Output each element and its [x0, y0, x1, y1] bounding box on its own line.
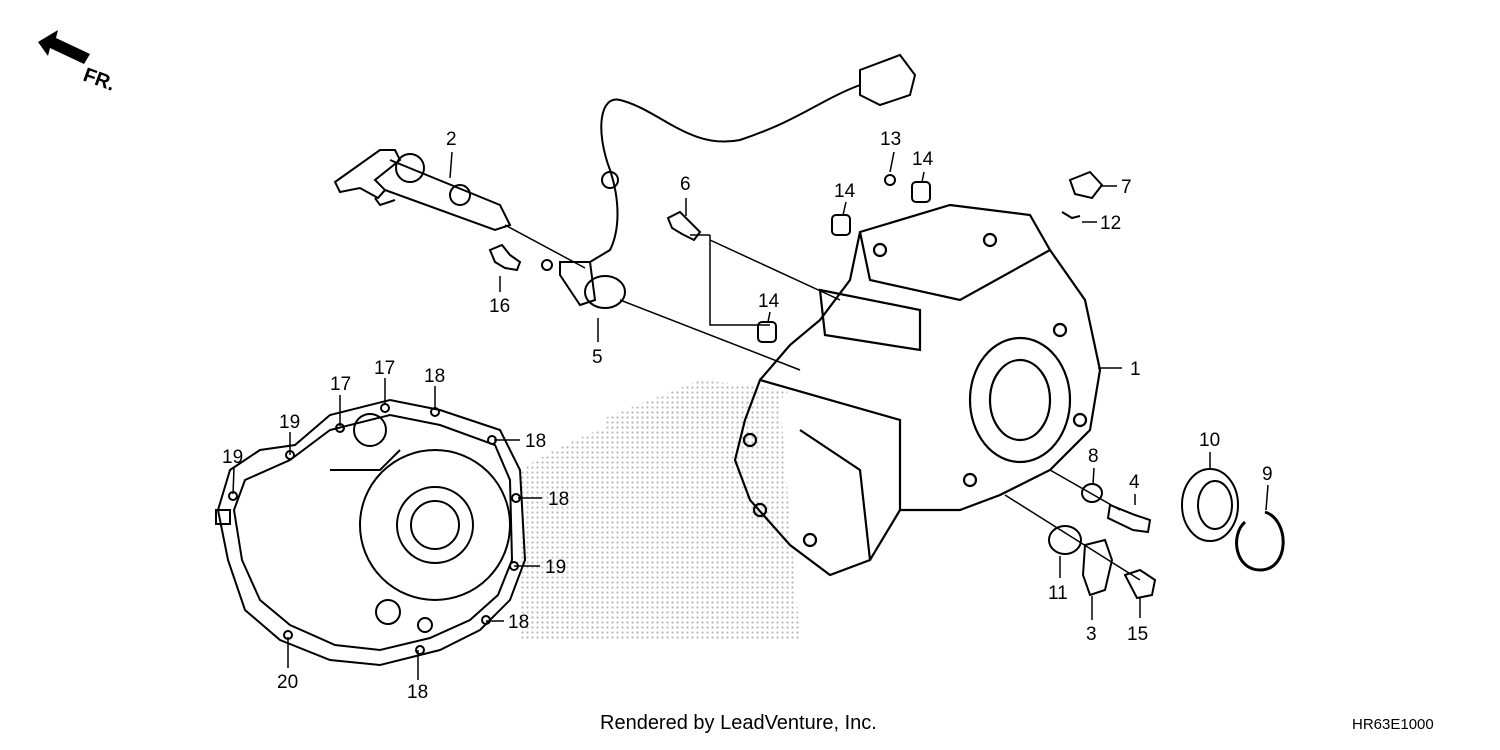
bolt-16-part: [488, 243, 522, 272]
callout-18-upper-right: 18: [525, 431, 546, 452]
callout-19-right: 19: [545, 557, 566, 578]
callout-1: 1: [1130, 359, 1141, 380]
callout-6: 6: [680, 174, 691, 195]
callout-3: 3: [1086, 624, 1097, 645]
direction-label: FR.: [80, 64, 118, 96]
front-direction-arrow-icon: FR.: [38, 30, 118, 96]
crankcase-cover-part: [733, 203, 1102, 577]
callout-5: 5: [592, 347, 603, 368]
callout-18-top: 18: [424, 366, 445, 387]
circlip-9-part: [1235, 510, 1285, 572]
callout-2: 2: [446, 129, 457, 150]
o-ring-13-part: [884, 174, 896, 186]
callout-12: 12: [1100, 213, 1121, 234]
setting-plate-3-part: [1081, 538, 1114, 597]
washer-8-part: [1081, 483, 1103, 503]
callout-14-middle: 14: [834, 181, 856, 202]
callout-11: 11: [1048, 583, 1068, 604]
crankcase-gasket-part: [215, 398, 527, 667]
bolt-6-part: [666, 210, 702, 242]
callout-18-lower-right: 18: [508, 612, 529, 633]
bearing-10-part: [1181, 468, 1239, 542]
callout-18-bottom: 18: [407, 682, 428, 703]
dowel-14-middle-part: [831, 214, 851, 236]
shift-spindle-part: [333, 149, 512, 232]
callout-14-upper: 14: [912, 149, 934, 170]
plug-7-part: [1068, 170, 1104, 200]
callout-20: 20: [277, 672, 298, 693]
callout-17-left: 17: [330, 374, 351, 395]
bolt-15-part: [1123, 568, 1157, 600]
sensor-with-harness-part: [541, 53, 917, 309]
svg-text:HONDA: HONDA: [520, 591, 731, 649]
dowel-14-upper-part: [911, 181, 931, 203]
callout-19-top: 19: [279, 412, 300, 433]
diagram-code: HR63E1000: [1352, 716, 1434, 733]
callout-7: 7: [1121, 177, 1132, 198]
callout-leaders: [232, 151, 1269, 680]
callout-19-left: 19: [222, 447, 243, 468]
honda-watermark-logo: HONDA: [520, 380, 800, 649]
callout-8: 8: [1088, 446, 1099, 467]
callout-10: 10: [1199, 430, 1220, 451]
callout-14-lower: 14: [758, 291, 780, 312]
bolt-4-part: [1106, 503, 1152, 534]
callout-9: 9: [1262, 464, 1273, 485]
spring-12-part: [1061, 211, 1081, 220]
callout-18-mid-right: 18: [548, 489, 569, 510]
callout-16: 16: [489, 296, 510, 317]
oil-seal-11-part: [1048, 525, 1082, 555]
callout-17-right: 17: [374, 358, 395, 379]
callout-13: 13: [880, 129, 901, 150]
dowel-14-lower-part: [757, 321, 777, 343]
callout-4: 4: [1129, 472, 1140, 493]
callout-15: 15: [1127, 624, 1148, 645]
render-credit: Rendered by LeadVenture, Inc.: [600, 712, 877, 734]
